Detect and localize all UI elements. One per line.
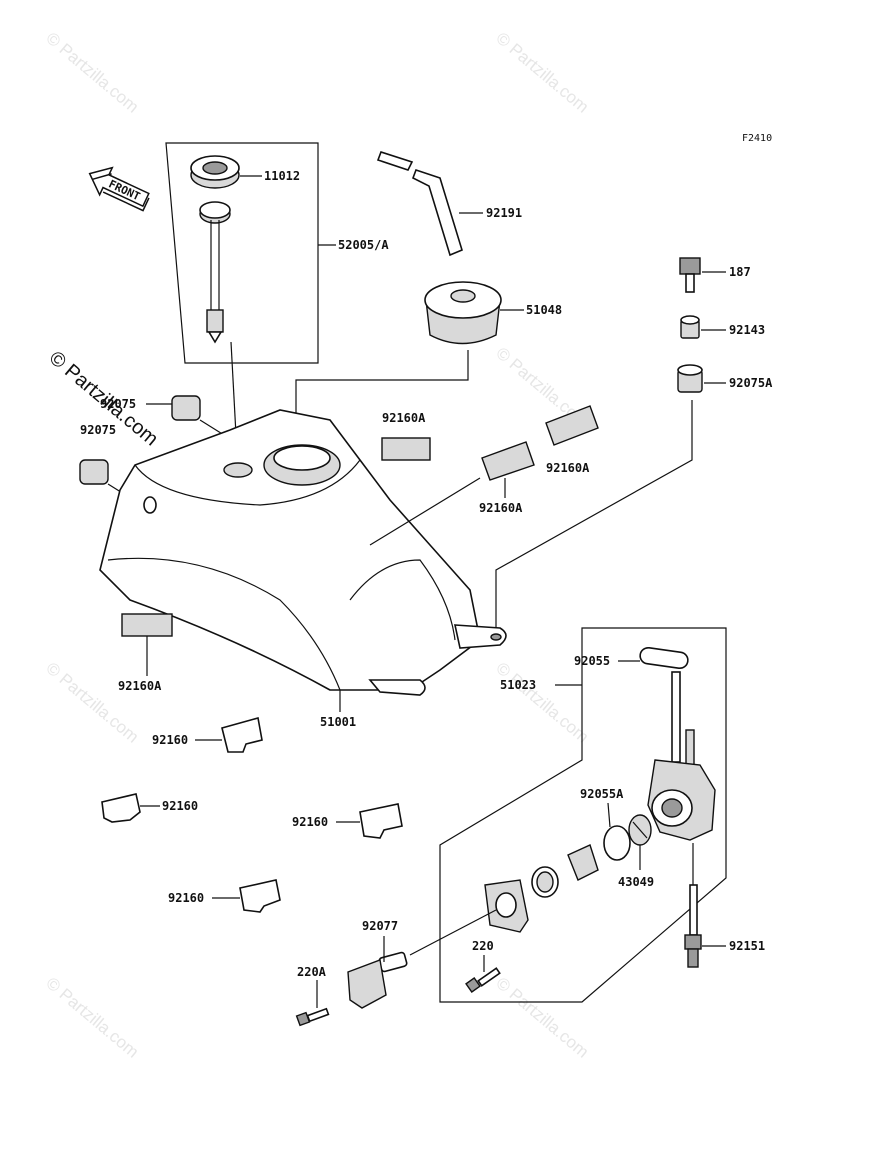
watermark-1: © Partzilla.com — [42, 29, 142, 117]
fuel-cap-51048 — [424, 281, 502, 345]
pad-92160A-1 — [381, 437, 431, 461]
oring-92055A — [603, 825, 631, 861]
label-92143: 92143 — [729, 323, 765, 337]
label-92075-upper: 92075 — [100, 397, 136, 411]
fuel-sender-unit — [199, 201, 231, 344]
label-51048: 51048 — [526, 303, 562, 317]
label-220A: 220A — [297, 965, 327, 979]
front-arrow-icon: FRONT — [88, 166, 150, 212]
pad-92160A-3 — [481, 441, 535, 481]
label-92160A-3: 92160A — [479, 501, 523, 515]
part-labels: 11012 52005/A 92191 51048 187 92143 9207… — [80, 169, 773, 979]
knob-92077 — [347, 951, 408, 1009]
screw-220 — [465, 967, 501, 993]
watermark-6: © Partzilla.com — [42, 974, 142, 1062]
watermark-5: © Partzilla.com — [492, 659, 592, 747]
label-92160-3: 92160 — [292, 815, 328, 829]
clip-92160-3 — [359, 803, 403, 839]
pad-92160A-4 — [121, 613, 173, 637]
sender-unit-group-box — [165, 142, 319, 364]
lever-assembly — [531, 844, 599, 898]
label-52005A: 52005/A — [338, 238, 389, 252]
label-92160-4: 92160 — [168, 891, 204, 905]
label-92160A-4: 92160A — [118, 679, 162, 693]
bolt-92151 — [684, 884, 702, 968]
plate — [484, 879, 529, 933]
clip-92160-4 — [239, 879, 281, 913]
damper-92075A — [677, 364, 703, 393]
damper-92075-lower — [79, 459, 109, 485]
watermark-2: © Partzilla.com — [492, 29, 592, 117]
label-51001: 51001 — [320, 715, 356, 729]
label-187: 187 — [729, 265, 751, 279]
label-92075A: 92075A — [729, 376, 773, 390]
clip-92160-2 — [101, 793, 141, 823]
label-92160-1: 92160 — [152, 733, 188, 747]
label-92055: 92055 — [574, 654, 610, 668]
label-92075-lower: 92075 — [80, 423, 116, 437]
washer-43049 — [628, 814, 652, 846]
fuel-cock-group-box — [439, 627, 727, 1003]
clip-92160-1 — [221, 716, 263, 753]
label-220: 220 — [472, 939, 494, 953]
label-92160-2: 92160 — [162, 799, 198, 813]
label-92077: 92077 — [362, 919, 398, 933]
label-92160A-1: 92160A — [382, 411, 426, 425]
watermark-7: © Partzilla.com — [492, 974, 592, 1062]
collar-92143 — [680, 315, 700, 339]
label-51023: 51023 — [500, 678, 536, 692]
fuel-tank-51001 — [99, 409, 507, 696]
hose-92191 — [376, 151, 463, 257]
label-43049: 43049 — [618, 875, 654, 889]
label-11012: 11012 — [264, 169, 300, 183]
label-92191: 92191 — [486, 206, 522, 220]
gasket-92055 — [639, 646, 689, 670]
figure-code: F2410 — [742, 133, 772, 144]
label-92055A: 92055A — [580, 787, 624, 801]
damper-92075-upper — [171, 395, 201, 421]
label-92151: 92151 — [729, 939, 765, 953]
grommet-11012 — [190, 155, 240, 189]
label-92160A-2: 92160A — [546, 461, 590, 475]
fuel-cock-body — [647, 671, 716, 841]
bolt-187 — [679, 257, 701, 293]
watermark-4: © Partzilla.com — [42, 659, 142, 747]
pad-92160A-2 — [545, 405, 599, 446]
screw-220A — [295, 1007, 330, 1027]
